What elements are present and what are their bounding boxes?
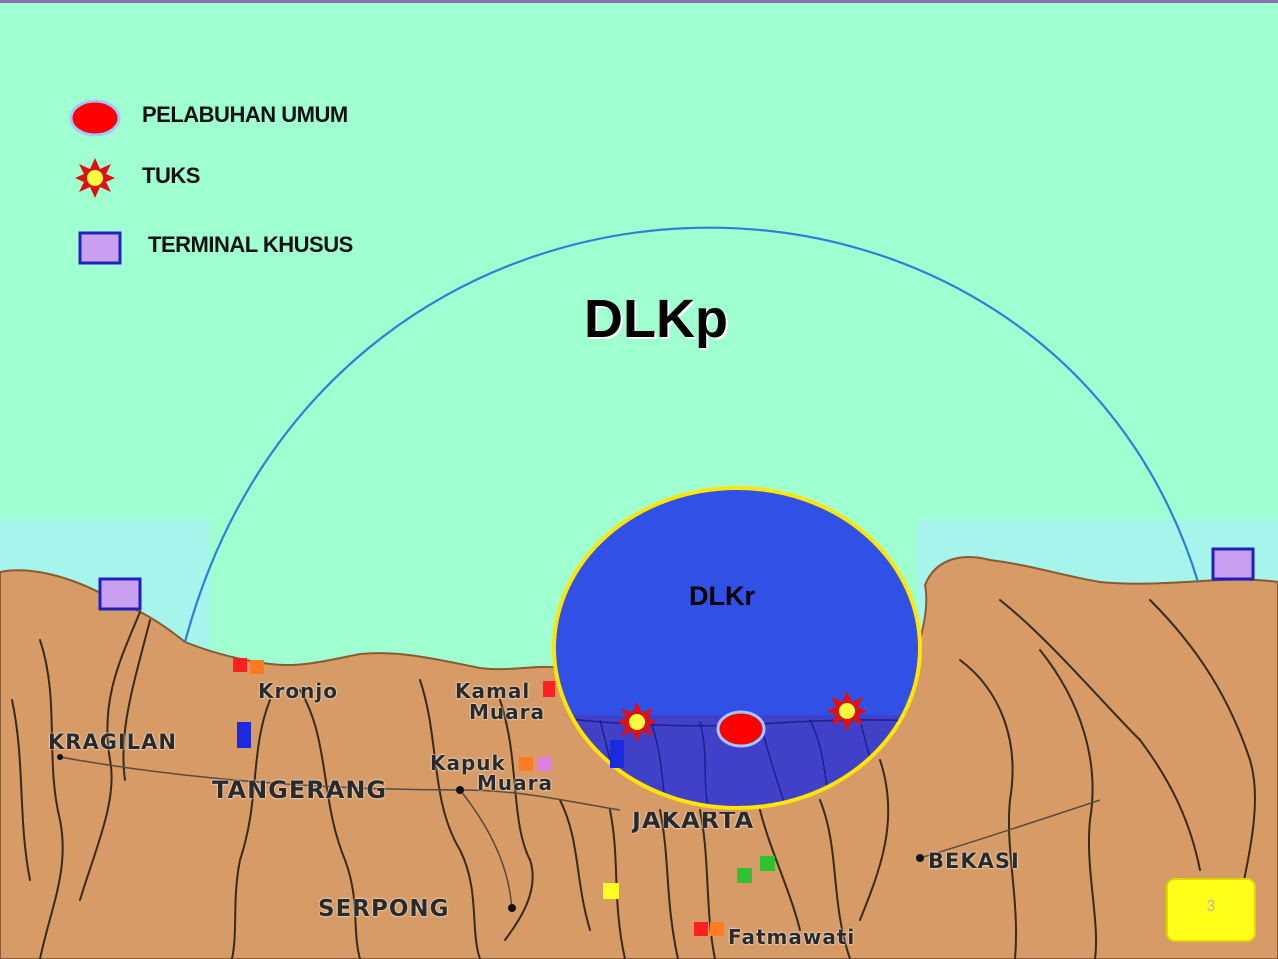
slide-number-label: 3 <box>1206 898 1216 915</box>
terminal-khusus-marker[interactable] <box>98 577 142 611</box>
dlkr-label: DLKr <box>689 581 755 611</box>
dlkp-boundary-arc <box>183 226 1200 643</box>
place-serpong: SERPONG <box>318 896 450 922</box>
legend-label-tuks: TUKS <box>142 163 200 188</box>
place-jakarta: JAKARTA <box>632 806 755 834</box>
small-facility-markers <box>57 658 924 936</box>
place-kronjo: Kronjo <box>258 679 338 703</box>
tuks-marker[interactable] <box>617 702 657 742</box>
red-ellipse-icon <box>69 99 121 137</box>
dlkp-label: DLKp <box>584 289 728 349</box>
place-tangerang: TANGERANG <box>212 776 388 804</box>
legend-icons <box>69 99 122 265</box>
terminal-khusus-marker[interactable] <box>1211 547 1255 581</box>
purple-square-icon <box>78 231 122 265</box>
public-port-marker[interactable] <box>716 710 766 748</box>
tuks-marker[interactable] <box>827 691 867 731</box>
place-bekasi: BEKASI <box>928 849 1020 873</box>
starburst-icon <box>75 158 115 198</box>
place-kamal-muara: Muara <box>469 700 545 724</box>
legend-label-terminal-khusus: TERMINAL KHUSUS <box>148 232 353 257</box>
roads <box>59 756 1101 911</box>
place-kamal: Kamal <box>455 679 531 703</box>
rivers <box>11 599 1257 959</box>
slide-number-badge: 3 <box>1166 878 1256 942</box>
legend-label-pelabuhan-umum: PELABUHAN UMUM <box>142 102 348 127</box>
place-kapuk: Kapuk <box>430 751 506 775</box>
place-kragilan: KRAGILAN <box>48 730 177 754</box>
place-fatmawati: Fatmawati <box>728 925 856 949</box>
place-kapuk-muara: Muara <box>477 771 553 795</box>
